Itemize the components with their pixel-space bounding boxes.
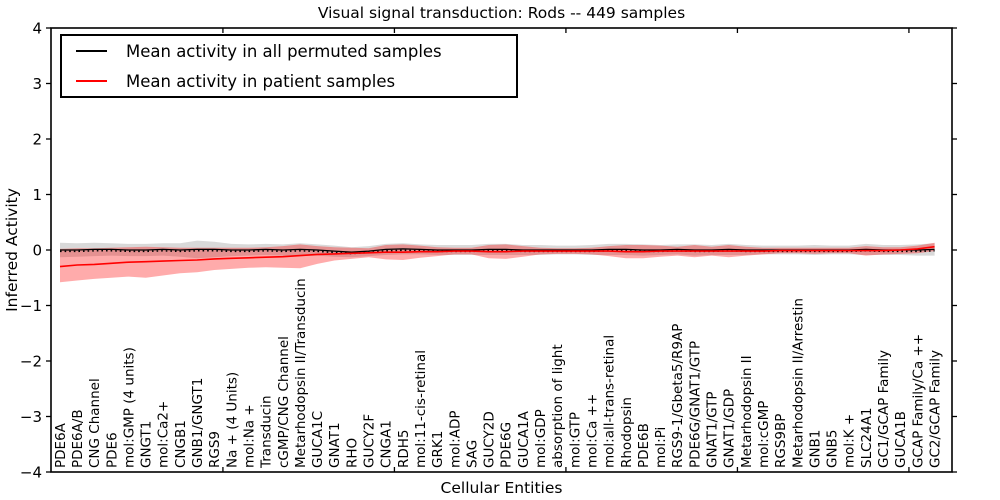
x-category-label: GUCA1A: [516, 410, 532, 468]
permuted-dotted-line: [60, 249, 935, 255]
x-category-label: GC1/GCAP Family: [876, 350, 892, 468]
legend-entry-permuted: Mean activity in all permuted samples: [62, 36, 516, 66]
x-axis-label: Cellular Entities: [440, 479, 563, 497]
chart-title: Visual signal transduction: Rods -- 449 …: [317, 4, 686, 22]
x-category-label: Rhodopsin: [619, 397, 635, 468]
x-category-label: GNB1: [807, 430, 823, 468]
axes-frame: [50, 27, 953, 473]
legend-box: Mean activity in all permuted samples Me…: [60, 34, 518, 98]
x-category-label: mol:GMP (4 units): [121, 347, 137, 468]
x-category-label: RHO: [344, 438, 360, 468]
legend-label-permuted: Mean activity in all permuted samples: [126, 41, 442, 61]
x-category-label: Metarhodopsin II/Transducin: [293, 278, 309, 468]
y-tick-label: −1: [20, 297, 42, 315]
x-category-label: Na + (4 Units): [224, 372, 240, 468]
x-category-label: GUCY2F: [362, 414, 378, 468]
patient-std-band: [60, 242, 935, 283]
x-category-label: GNGT1: [139, 421, 155, 468]
x-category-label: RDH5: [396, 429, 412, 468]
x-category-label: GRK1: [430, 431, 446, 468]
x-category-label: CNGA1: [379, 420, 395, 468]
legend-entry-patient: Mean activity in patient samples: [62, 66, 516, 96]
y-tick-label: 4: [32, 20, 42, 38]
x-category-label: GNAT1/GDP: [722, 389, 738, 468]
x-category-label: RGS9-1/Gbeta5/R9AP: [670, 324, 686, 468]
x-category-label: GUCY2D: [482, 411, 498, 468]
x-category-label: PDE6B: [636, 423, 652, 468]
x-category-label: mol:GTP: [567, 412, 583, 468]
y-tick-label: 3: [32, 75, 42, 93]
x-category-label: mol:11-cis-retinal: [413, 350, 429, 468]
x-category-label: GUCA1B: [893, 411, 909, 468]
x-category-label: CNG Channel: [87, 378, 103, 468]
x-category-label: CNGB1: [173, 420, 189, 468]
x-category-label: Transducin: [259, 395, 275, 469]
x-category-label: mol:Na +: [241, 404, 257, 468]
y-tick-label: 2: [32, 131, 42, 149]
x-category-label: mol:Ca ++: [584, 394, 600, 468]
x-category-label: mol:cGMP: [756, 401, 772, 468]
x-category-label: mol:Ca2+: [156, 401, 172, 468]
x-category-label: mol:K +: [842, 414, 858, 468]
x-category-label: GC2/GCAP Family: [927, 350, 943, 468]
y-tick-label: 1: [32, 186, 42, 204]
y-tick-label: −4: [20, 464, 42, 482]
x-category-label: mol:GDP: [533, 409, 549, 468]
x-category-label: cGMP/CNG Channel: [276, 336, 292, 468]
x-category-label: Metarhodopsin II/Arrestin: [790, 298, 806, 468]
x-category-label: mol:ADP: [447, 411, 463, 468]
permuted-line-swatch: [76, 50, 107, 52]
x-category-label: PDE6: [104, 432, 120, 468]
x-category-label: GNB5: [825, 430, 841, 468]
x-category-label: Metarhodopsin II: [739, 355, 755, 468]
y-tick-label: 0: [32, 242, 42, 260]
x-category-label: SAG: [464, 440, 480, 468]
y-tick-label: −2: [20, 353, 42, 371]
x-category-label: GNAT1: [327, 422, 343, 468]
x-category-label: SLC24A1: [859, 407, 875, 468]
patient-line-swatch: [76, 80, 107, 82]
x-category-label: PDE6A/B: [70, 409, 86, 468]
legend-label-patient: Mean activity in patient samples: [126, 71, 396, 91]
x-category-label: PDE6A: [53, 422, 69, 468]
x-category-label: GNAT1/GTP: [705, 392, 721, 469]
y-tick-label: −3: [20, 408, 42, 426]
y-axis-label: Inferred Activity: [3, 188, 21, 312]
x-category-label: PDE6G/GNAT1/GTP: [687, 341, 703, 468]
x-category-label: GNB1/GNGT1: [190, 378, 206, 468]
x-category-label: RGS9: [207, 431, 223, 468]
patient-mean-line: [59, 245, 935, 268]
x-category-label: GCAP Family/Ca ++: [910, 334, 926, 468]
x-category-label: PDE6G: [499, 422, 515, 468]
x-category-label: mol:Pi: [653, 427, 669, 468]
x-category-label: absorption of light: [550, 344, 566, 468]
x-category-label: mol:all-trans-retinal: [602, 335, 618, 468]
x-category-label: GUCA1C: [310, 411, 326, 468]
x-category-label: RGS9BP: [773, 414, 789, 468]
